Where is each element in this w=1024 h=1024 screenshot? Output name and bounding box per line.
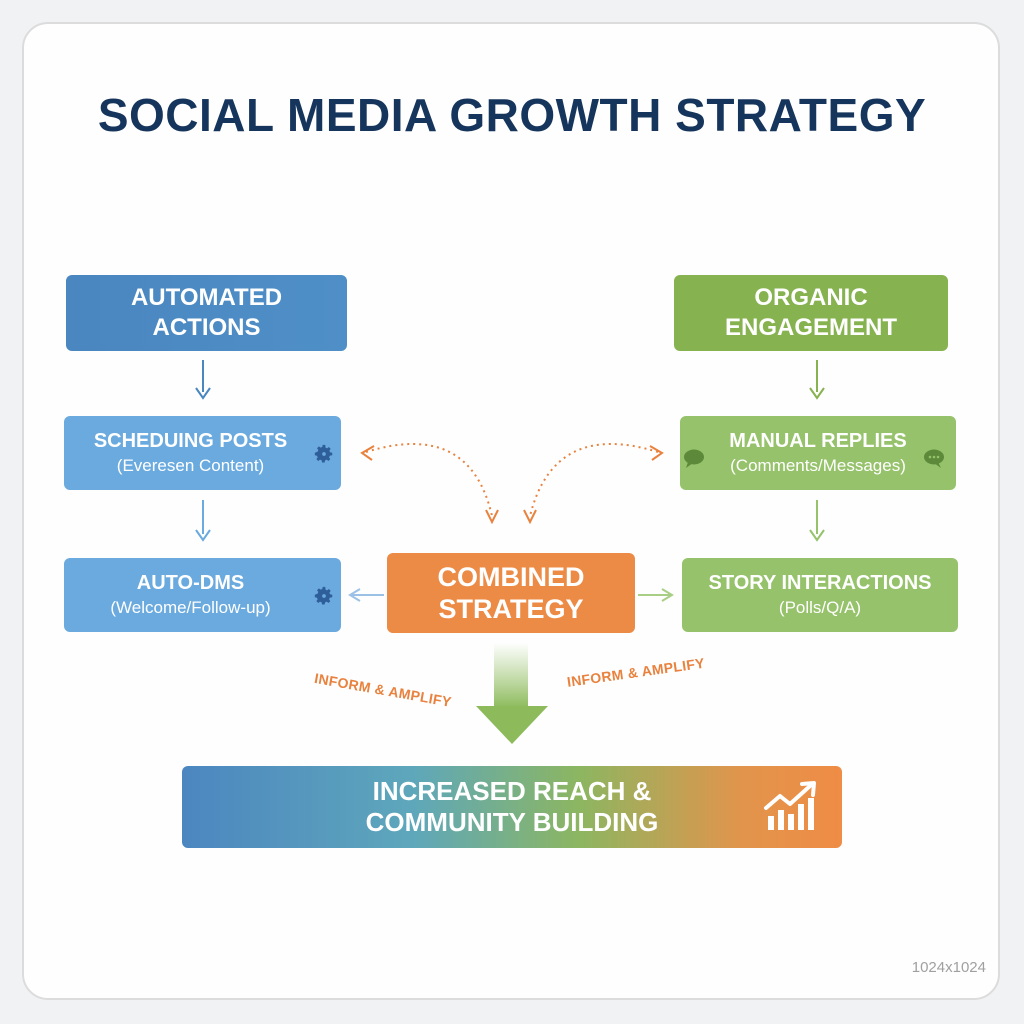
arrow-down-right-2 [809, 500, 825, 542]
organic-engagement-line2: ENGAGEMENT [724, 314, 897, 341]
automated-actions-line1: AUTOMATED [130, 284, 283, 311]
story-interactions-subtitle: (Polls/Q/A) [778, 598, 862, 617]
automated-actions-header: AUTOMATED ACTIONS [66, 275, 347, 351]
manual-replies-box: MANUAL REPLIES (Comments/Messages) [680, 416, 956, 490]
arrow-down-left-1 [195, 360, 211, 400]
organic-engagement-line1: ORGANIC [754, 284, 868, 311]
growth-chart-icon [764, 781, 816, 830]
scheduling-posts-subtitle: (Everesen Content) [116, 456, 265, 475]
gear-icon [314, 444, 333, 463]
gear-icon [314, 586, 333, 605]
manual-replies-title: MANUAL REPLIES [729, 430, 907, 452]
result-banner: INCREASED REACH & COMMUNITY BUILDING [182, 766, 842, 848]
page-title: SOCIAL MEDIA GROWTH STRATEGY [97, 89, 927, 141]
auto-dms-subtitle: (Welcome/Follow-up) [110, 598, 271, 617]
automated-actions-line2: ACTIONS [152, 314, 261, 341]
combined-strategy-line2: STRATEGY [438, 594, 584, 624]
auto-dms-title: AUTO-DMS [136, 572, 245, 594]
result-line2: COMMUNITY BUILDING [365, 807, 659, 837]
combined-strategy-box: COMBINED STRATEGY [387, 553, 635, 633]
story-interactions-box: STORY INTERACTIONS (Polls/Q/A) [682, 558, 958, 632]
scheduling-posts-box: SCHEDUING POSTS (Everesen Content) [64, 416, 341, 490]
dotted-curve-right [523, 443, 664, 525]
arrow-left-to-auto-dms [348, 588, 384, 602]
result-line1: INCREASED REACH & [372, 776, 652, 806]
auto-dms-box: AUTO-DMS (Welcome/Follow-up) [64, 558, 341, 632]
manual-replies-subtitle: (Comments/Messages) [730, 456, 906, 475]
organic-engagement-header: ORGANIC ENGAGEMENT [674, 275, 948, 351]
chat-bubble-icon [684, 449, 704, 468]
arrow-down-left-2 [195, 500, 211, 542]
dimensions-label: 1024x1024 [911, 959, 986, 976]
story-interactions-title: STORY INTERACTIONS [708, 572, 932, 594]
arrow-down-right-1 [809, 360, 825, 400]
chat-bubble-icon [924, 449, 944, 468]
arrow-down-to-result [476, 642, 548, 744]
arrow-right-to-story [638, 588, 674, 602]
dotted-curve-left [360, 443, 499, 525]
scheduling-posts-title: SCHEDUING POSTS [93, 430, 288, 452]
combined-strategy-line1: COMBINED [437, 562, 585, 592]
